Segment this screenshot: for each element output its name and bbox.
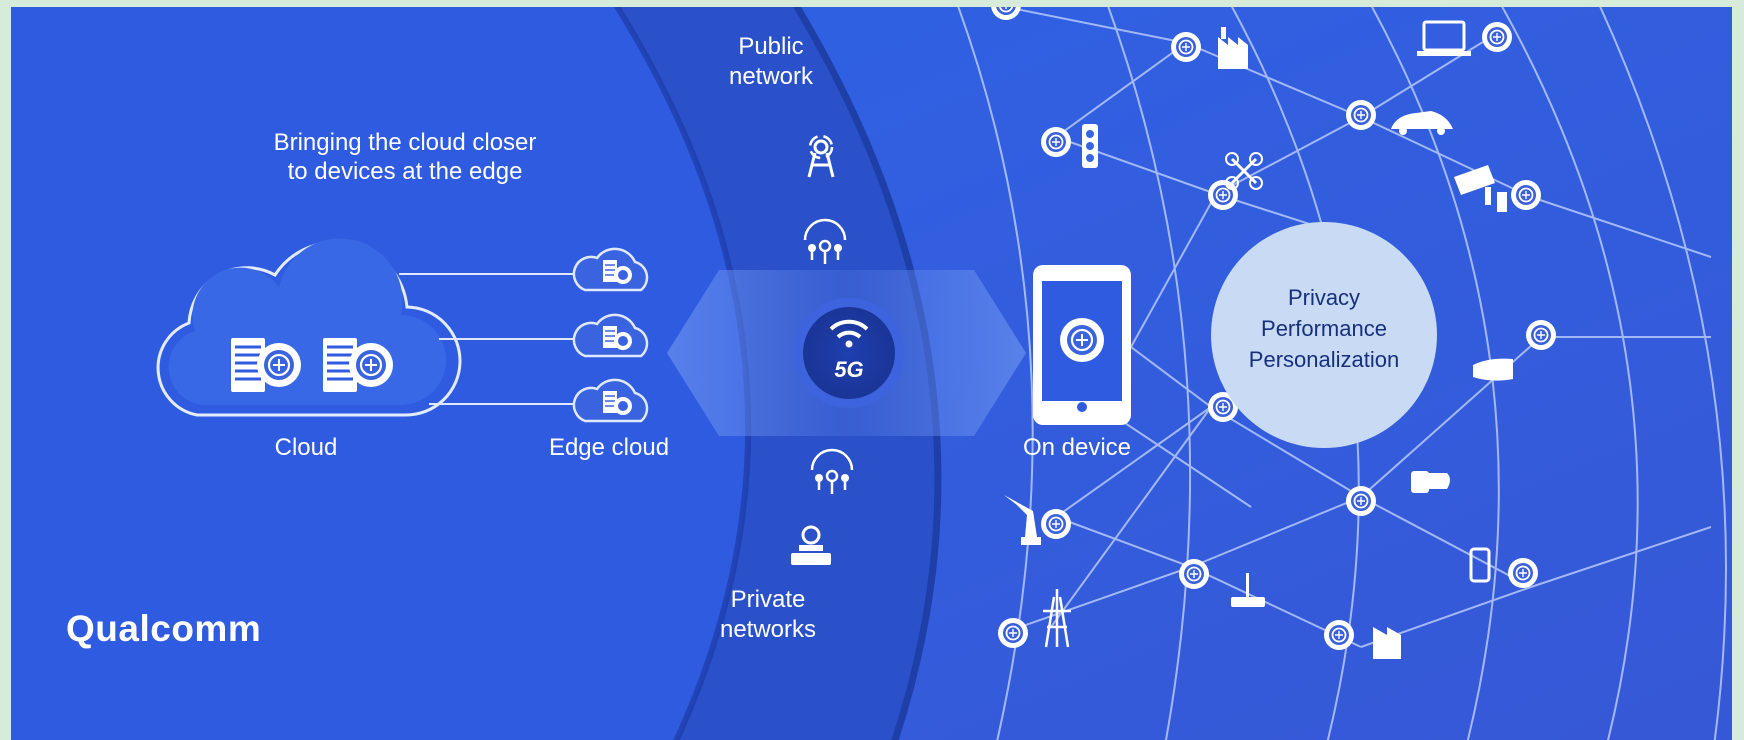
router-icon [791, 525, 831, 565]
ai-brain-icon-2 [347, 341, 395, 389]
smart-factory-icon [1373, 627, 1401, 659]
public-network-label-line1: Public [738, 33, 803, 60]
phone-icon [1469, 547, 1491, 583]
5g-icon: 5G [794, 298, 904, 408]
public-network-label-line2: network [729, 63, 814, 90]
ai-brain-icon-3 [1058, 316, 1106, 364]
qualcomm-logo: Qualcomm [66, 608, 261, 649]
factory-icon [1218, 27, 1248, 69]
benefit-personalization: Personalization [1249, 347, 1399, 372]
cloud-connectors [399, 273, 581, 405]
5g-label: 5G [834, 357, 863, 382]
edge-cloud-label: Edge cloud [549, 434, 669, 461]
car-icon [1391, 111, 1453, 135]
robot-arm-icon [1004, 495, 1041, 545]
benefit-performance: Performance [1261, 316, 1387, 341]
laptop-icon [1417, 20, 1471, 56]
mesh-device-icons [1004, 20, 1513, 659]
diagram-stage: 5G Bringing the cloud closer to dev [11, 7, 1732, 740]
headline-line1: Bringing the cloud closer [274, 129, 537, 156]
power-tower-icon [1043, 589, 1071, 648]
benefit-privacy: Privacy [1288, 285, 1360, 310]
main-cloud [156, 238, 462, 417]
wifi-router-icon [1231, 573, 1265, 607]
ai-brain-icon [255, 341, 303, 389]
on-device-label: On device [1023, 434, 1131, 461]
smartphone-icon [1033, 265, 1131, 425]
drone-icon [1225, 152, 1263, 190]
smart-watch-icon [1411, 471, 1450, 493]
headline-line2: to devices at the edge [288, 158, 523, 185]
private-networks-label-line2: networks [720, 616, 816, 643]
benefits-circle [1211, 222, 1437, 448]
edge-cloud-diagram: 5G Bringing the cloud closer to dev [11, 7, 1732, 740]
traffic-light-icon [1082, 124, 1098, 168]
cloud-label: Cloud [275, 434, 338, 461]
vr-headset-icon [1473, 358, 1513, 381]
private-networks-label-line1: Private [731, 586, 806, 613]
security-camera-icon [1454, 165, 1507, 212]
